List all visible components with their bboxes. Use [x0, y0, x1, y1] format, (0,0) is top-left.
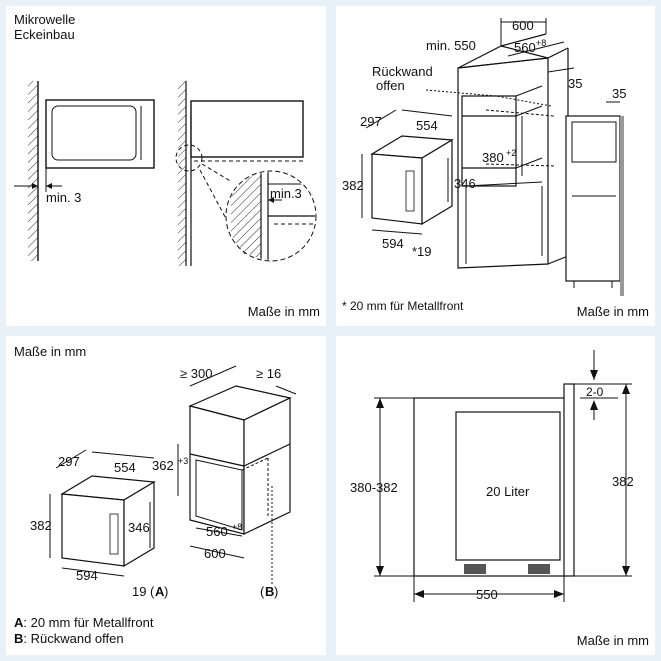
dim-19-ref: A	[155, 584, 165, 599]
dim-362-tol: +3	[178, 456, 188, 466]
panel2-units: Maße in mm	[576, 304, 649, 319]
legend-a-text: : 20 mm für Metallfront	[23, 615, 154, 630]
dim-346: 346	[128, 520, 150, 535]
microwave-front	[45, 99, 155, 169]
dim-382: 382	[342, 178, 364, 193]
dim-554: 554	[114, 460, 136, 475]
microwave-window	[51, 105, 137, 161]
dim-min550: min. 550	[426, 38, 476, 53]
dim-19-paren-close: )	[164, 584, 168, 599]
dim-300: ≥ 300	[180, 366, 212, 381]
ref-b: (	[260, 584, 265, 599]
dim-19: *19	[412, 244, 432, 259]
dim-346: 346	[454, 176, 476, 191]
dim-594: 594	[76, 568, 98, 583]
tall-cabinet-drawing: 600 min. 550 560 +8 35 Rückwand offen 29…	[342, 18, 626, 296]
dim-600: 600	[512, 18, 534, 33]
dim-35-side: 35	[568, 76, 582, 91]
wall-cabinet-drawing: ≥ 300 ≥ 16 362 +3 560 +8 600 ( B ) 297	[30, 365, 297, 599]
panel-tall-cabinet: 600 min. 550 560 +8 35 Rückwand offen 29…	[336, 6, 655, 326]
legend-b-key: B	[14, 631, 24, 646]
dim-380: 380	[482, 150, 504, 165]
dim-560: 560	[206, 524, 228, 539]
dim-594: 594	[382, 236, 404, 251]
dim-382: 382	[30, 518, 52, 533]
dim-19-paren-open: (	[150, 584, 155, 599]
dim-297: 297	[360, 114, 382, 129]
panel-side-section: 380-382 382 2-0 20 Liter 550	[336, 336, 655, 655]
dim-554: 554	[416, 118, 438, 133]
panel3-units: Maße in mm	[14, 344, 87, 359]
dim-min3-left: min. 3	[46, 190, 81, 205]
side-section-drawing: 380-382 382 2-0 20 Liter 550	[350, 350, 634, 602]
wall-hatch-right	[178, 81, 186, 266]
ref-b-letter: B	[265, 584, 274, 599]
dim-2-0: 2-0	[586, 385, 604, 399]
dim-600: 600	[204, 546, 226, 561]
capacity-label: 20 Liter	[486, 484, 530, 499]
panel1-units: Maße in mm	[247, 304, 320, 319]
rueckwand-line2: offen	[376, 78, 405, 93]
wall-hatch-left	[28, 81, 38, 261]
legend-a: A: 20 mm für Metallfront	[14, 615, 153, 631]
panel1-title-line2: Eckeinbau	[14, 27, 75, 42]
dim-550: 550	[476, 587, 498, 602]
ref-b-close: )	[274, 584, 278, 599]
dim-min3-detail: min.3	[270, 186, 302, 201]
corner-installation-drawing: min. 3 min.3	[14, 81, 317, 266]
dim-560-tol: +8	[536, 38, 546, 48]
panel-wall-cabinet: Maße in mm ≥ 300 ≥ 16 362 +3 560 +8	[6, 336, 326, 655]
panel4-units: Maße in mm	[576, 633, 649, 648]
dim-19: 19	[132, 584, 146, 599]
dim-382: 382	[612, 474, 634, 489]
dim-380-tol: +2	[506, 148, 516, 158]
legend-a-key: A	[14, 615, 24, 630]
panel-corner-installation: Mikrowelle Eckeinbau min. 3	[6, 6, 326, 326]
dim-380-382: 380-382	[350, 480, 398, 495]
panel1-title-line1: Mikrowelle	[14, 12, 76, 27]
dim-362: 362	[152, 458, 174, 473]
dim-16: ≥ 16	[256, 366, 281, 381]
panel2-footnote: * 20 mm für Metallfront	[342, 299, 464, 313]
legend-b: B: Rückwand offen	[14, 631, 124, 647]
dim-560: 560	[514, 40, 536, 55]
legend-b-text: : Rückwand offen	[23, 631, 124, 646]
microwave-side	[190, 100, 304, 158]
dim-560-tol: +8	[232, 522, 242, 532]
dim-297: 297	[58, 454, 80, 469]
rueckwand-line1: Rückwand	[372, 64, 433, 79]
dim-35-top: 35	[612, 86, 626, 101]
